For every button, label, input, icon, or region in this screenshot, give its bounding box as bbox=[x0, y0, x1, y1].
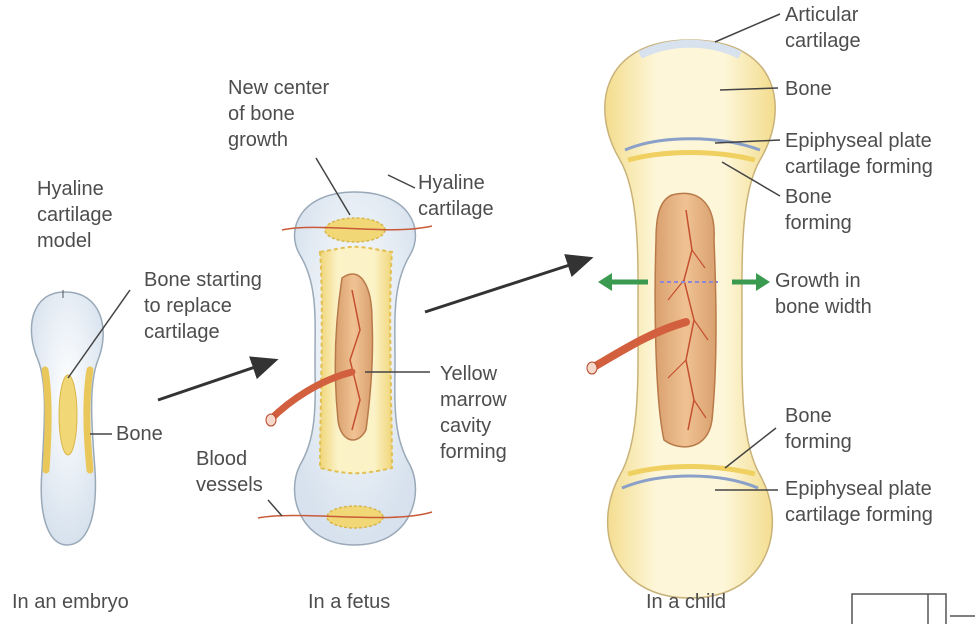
caption-fetus: In a fetus bbox=[308, 590, 390, 614]
label-hyaline-cartilage-model: Hyaline cartilage model bbox=[37, 176, 113, 254]
caption-child: In a child bbox=[646, 590, 726, 614]
label-child-bone: Bone bbox=[785, 76, 832, 102]
label-blood-vessels: Blood vessels bbox=[196, 446, 263, 498]
label-embryo-bone: Bone bbox=[116, 421, 163, 447]
label-yellow-marrow-cavity: Yellow marrow cavity forming bbox=[440, 361, 507, 465]
embryo-bone-center bbox=[59, 375, 77, 455]
label-bone-forming-bottom: Bone forming bbox=[785, 403, 852, 455]
label-bone-forming-top: Bone forming bbox=[785, 184, 852, 236]
label-growth-in-bone-width: Growth in bone width bbox=[775, 268, 872, 320]
label-new-center-bone-growth: New center of bone growth bbox=[228, 75, 329, 153]
arrow-embryo-to-fetus bbox=[158, 362, 270, 400]
label-epiphyseal-plate-top: Epiphyseal plate cartilage forming bbox=[785, 128, 933, 180]
embryo-bone-model bbox=[31, 290, 130, 545]
label-epiphyseal-plate-bottom: Epiphyseal plate cartilage forming bbox=[785, 476, 933, 528]
fetus-bone bbox=[258, 158, 432, 545]
arrow-fetus-to-child bbox=[425, 260, 585, 312]
label-bone-starting: Bone starting to replace cartilage bbox=[144, 267, 262, 345]
child-bone bbox=[587, 14, 780, 598]
label-fetus-hyaline-cartilage: Hyaline cartilage bbox=[418, 170, 494, 222]
inset-thumbnail-fragment bbox=[852, 594, 975, 624]
caption-embryo: In an embryo bbox=[12, 590, 129, 614]
label-articular-cartilage: Articular cartilage bbox=[785, 2, 861, 54]
